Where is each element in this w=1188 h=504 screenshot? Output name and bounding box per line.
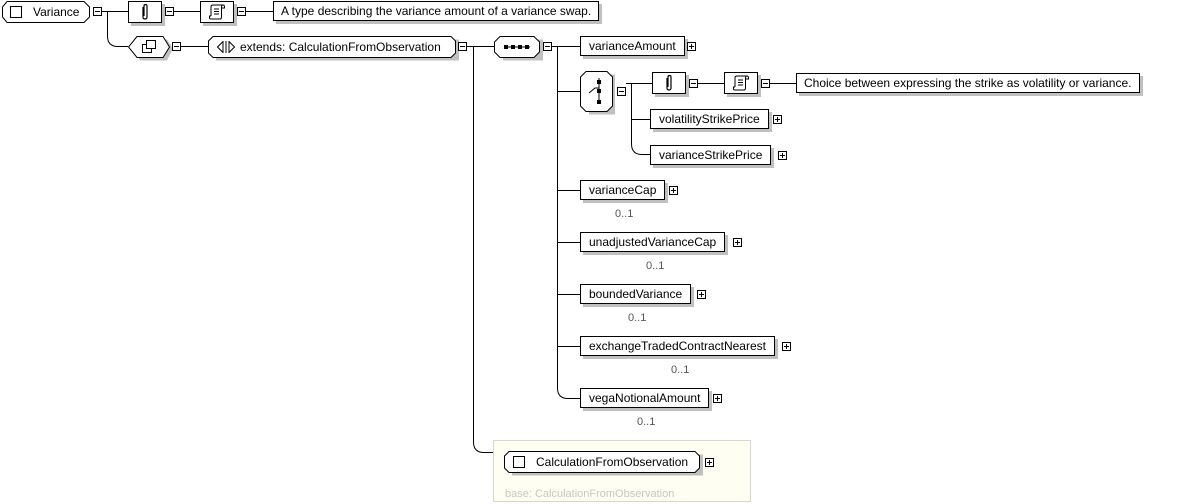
sequence-shape <box>494 36 543 61</box>
extension-label: extends: CalculationFromObservation <box>240 40 441 54</box>
root-documentation-text: A type describing the variance amount of… <box>273 1 600 21</box>
element-label: varianceStrikePrice <box>659 148 763 162</box>
expand-toggle-variance-amount[interactable] <box>687 42 696 51</box>
choice-annotation-node[interactable] <box>652 72 686 94</box>
sequence-dot-icon <box>504 45 508 49</box>
choice-annotation-collapse-toggle[interactable] <box>689 79 698 88</box>
complex-content-shape <box>128 36 173 61</box>
expand-toggle-variance-strike-price[interactable] <box>778 151 787 160</box>
extension-icon <box>217 41 235 53</box>
expand-toggle-bounded-variance[interactable] <box>697 290 706 299</box>
documentation-node[interactable] <box>200 1 234 23</box>
complex-type-icon <box>10 6 22 18</box>
root-type-node[interactable]: Variance <box>2 1 90 23</box>
cardinality-bounded-variance: 0..1 <box>628 312 647 324</box>
root-type-shape <box>2 1 90 23</box>
choice-compositor[interactable] <box>580 71 615 115</box>
root-documentation-label: A type describing the variance amount of… <box>281 4 592 18</box>
cardinality-exchange-traded-contract-nearest: 0..1 <box>671 364 690 376</box>
base-type-caption: base: CalculationFromObservation <box>505 488 675 500</box>
element-variance-strike-price[interactable]: varianceStrikePrice <box>650 145 772 165</box>
choice-collapse-toggle[interactable] <box>617 87 626 96</box>
sequence-collapse-toggle[interactable] <box>543 42 552 51</box>
choice-shape <box>580 71 615 115</box>
base-type-shape <box>504 451 703 476</box>
cardinality-variance-cap: 0..1 <box>615 208 634 220</box>
expand-toggle-volatility-strike-price[interactable] <box>773 115 782 124</box>
cardinality-unadjusted-variance-cap: 0..1 <box>646 260 665 272</box>
extension-shape <box>208 36 459 61</box>
element-label: volatilityStrikePrice <box>659 112 760 126</box>
annotation-collapse-toggle[interactable] <box>165 7 174 16</box>
element-label: unadjustedVarianceCap <box>589 235 717 249</box>
choice-documentation-node[interactable] <box>724 72 758 94</box>
element-bounded-variance[interactable]: boundedVariance <box>580 284 692 304</box>
base-type-label: CalculationFromObservation <box>536 455 689 469</box>
element-label: varianceCap <box>589 183 657 197</box>
element-vega-notional-amount[interactable]: vegaNotionalAmount <box>580 388 710 408</box>
expand-toggle-exchange-traded-contract-nearest[interactable] <box>782 342 791 351</box>
base-type-node[interactable]: CalculationFromObservation <box>504 451 703 476</box>
extension-node[interactable]: extends: CalculationFromObservation <box>208 36 459 61</box>
element-unadjusted-variance-cap[interactable]: unadjustedVarianceCap <box>580 232 726 252</box>
sequence-compositor[interactable] <box>494 36 543 61</box>
element-label: varianceAmount <box>589 39 676 53</box>
choice-documentation-collapse-toggle[interactable] <box>761 79 770 88</box>
choice-documentation-label: Choice between expressing the strike as … <box>804 76 1132 90</box>
root-type-label: Variance <box>33 5 80 19</box>
expand-toggle-variance-cap[interactable] <box>669 186 678 195</box>
complex-content-collapse-toggle[interactable] <box>172 42 181 51</box>
cardinality-vega-notional-amount: 0..1 <box>637 416 656 428</box>
complex-type-icon <box>513 456 525 468</box>
element-label: exchangeTradedContractNearest <box>589 339 766 353</box>
scroll-icon <box>209 4 225 20</box>
annotation-node[interactable] <box>128 1 162 23</box>
element-label: boundedVariance <box>589 287 683 301</box>
expand-toggle-base-type[interactable] <box>705 458 714 467</box>
root-collapse-toggle[interactable] <box>93 7 102 16</box>
extension-collapse-toggle[interactable] <box>458 42 467 51</box>
documentation-collapse-toggle[interactable] <box>237 7 246 16</box>
expand-toggle-unadjusted-variance-cap[interactable] <box>733 238 742 247</box>
element-volatility-strike-price[interactable]: volatilityStrikePrice <box>650 109 769 129</box>
element-exchange-traded-contract-nearest[interactable]: exchangeTradedContractNearest <box>580 336 775 356</box>
scroll-icon <box>733 75 749 91</box>
complex-content-node[interactable] <box>128 36 173 61</box>
choice-documentation-text: Choice between expressing the strike as … <box>796 73 1140 93</box>
paperclip-icon <box>142 4 148 20</box>
element-label: vegaNotionalAmount <box>589 391 701 405</box>
paperclip-icon <box>666 75 672 91</box>
element-variance-cap[interactable]: varianceCap <box>580 180 666 200</box>
element-variance-amount[interactable]: varianceAmount <box>580 36 685 56</box>
expand-toggle-vega-notional-amount[interactable] <box>713 394 722 403</box>
